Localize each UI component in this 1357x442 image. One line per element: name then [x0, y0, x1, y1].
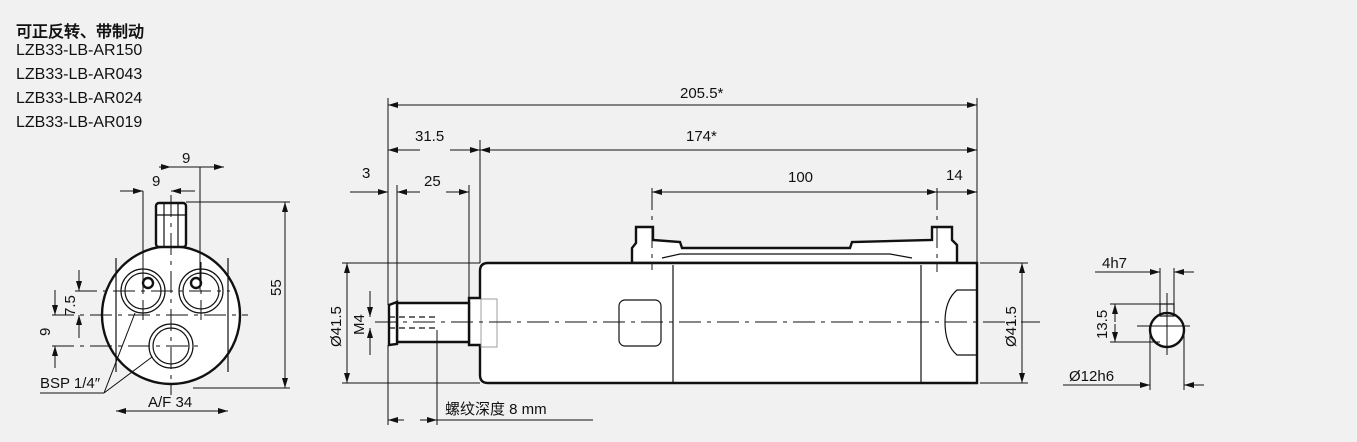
dim-9-second: 9 [152, 173, 160, 190]
motor-body [467, 261, 979, 385]
end-view: 9 9 55 7.5 9 BSP 1/4″ A/F 34 [37, 150, 290, 414]
shaft-section-view: 4h7 13.5 Ø12h6 [1063, 255, 1204, 390]
model-number: LZB33-LB-AR019 [16, 114, 143, 131]
dim-55: 55 [268, 279, 285, 296]
dim-face: 3 [362, 165, 370, 182]
dim-height: 13.5 [1094, 310, 1111, 339]
dim-thread: M4 [351, 314, 368, 335]
title: 可正反转、带制动 [16, 24, 145, 41]
dim-shaft: 25 [424, 173, 441, 190]
model-number: LZB33-LB-AR043 [16, 66, 143, 83]
dim-shaft-dia: Ø12h6 [1069, 368, 1114, 385]
side-view: 205.5* 31.5 174* 3 25 100 14 [328, 85, 1040, 425]
dim-mount-spacing: 100 [788, 169, 813, 186]
dim-7-5: 7.5 [62, 295, 79, 316]
model-number: LZB33-LB-AR150 [16, 42, 143, 59]
dim-9-top: 9 [182, 150, 190, 167]
port-label: BSP 1/4″ [40, 375, 101, 392]
dim-dia-left: Ø41.5 [328, 306, 345, 347]
dim-9-left: 9 [37, 328, 54, 336]
dim-body-length: 174* [686, 128, 717, 145]
side-slot [618, 299, 662, 347]
dim-overall: 205.5* [680, 85, 724, 102]
af-label: A/F 34 [148, 394, 192, 411]
dim-mount-offset: 14 [946, 167, 963, 184]
dim-dia-right: Ø41.5 [1003, 306, 1020, 347]
dim-key: 4h7 [1102, 255, 1127, 272]
thread-depth-note: 螺纹深度 8 mm [445, 401, 547, 418]
dim-shaft-length: 31.5 [415, 128, 444, 145]
shaft-face [387, 300, 399, 347]
model-number: LZB33-LB-AR024 [16, 90, 143, 107]
